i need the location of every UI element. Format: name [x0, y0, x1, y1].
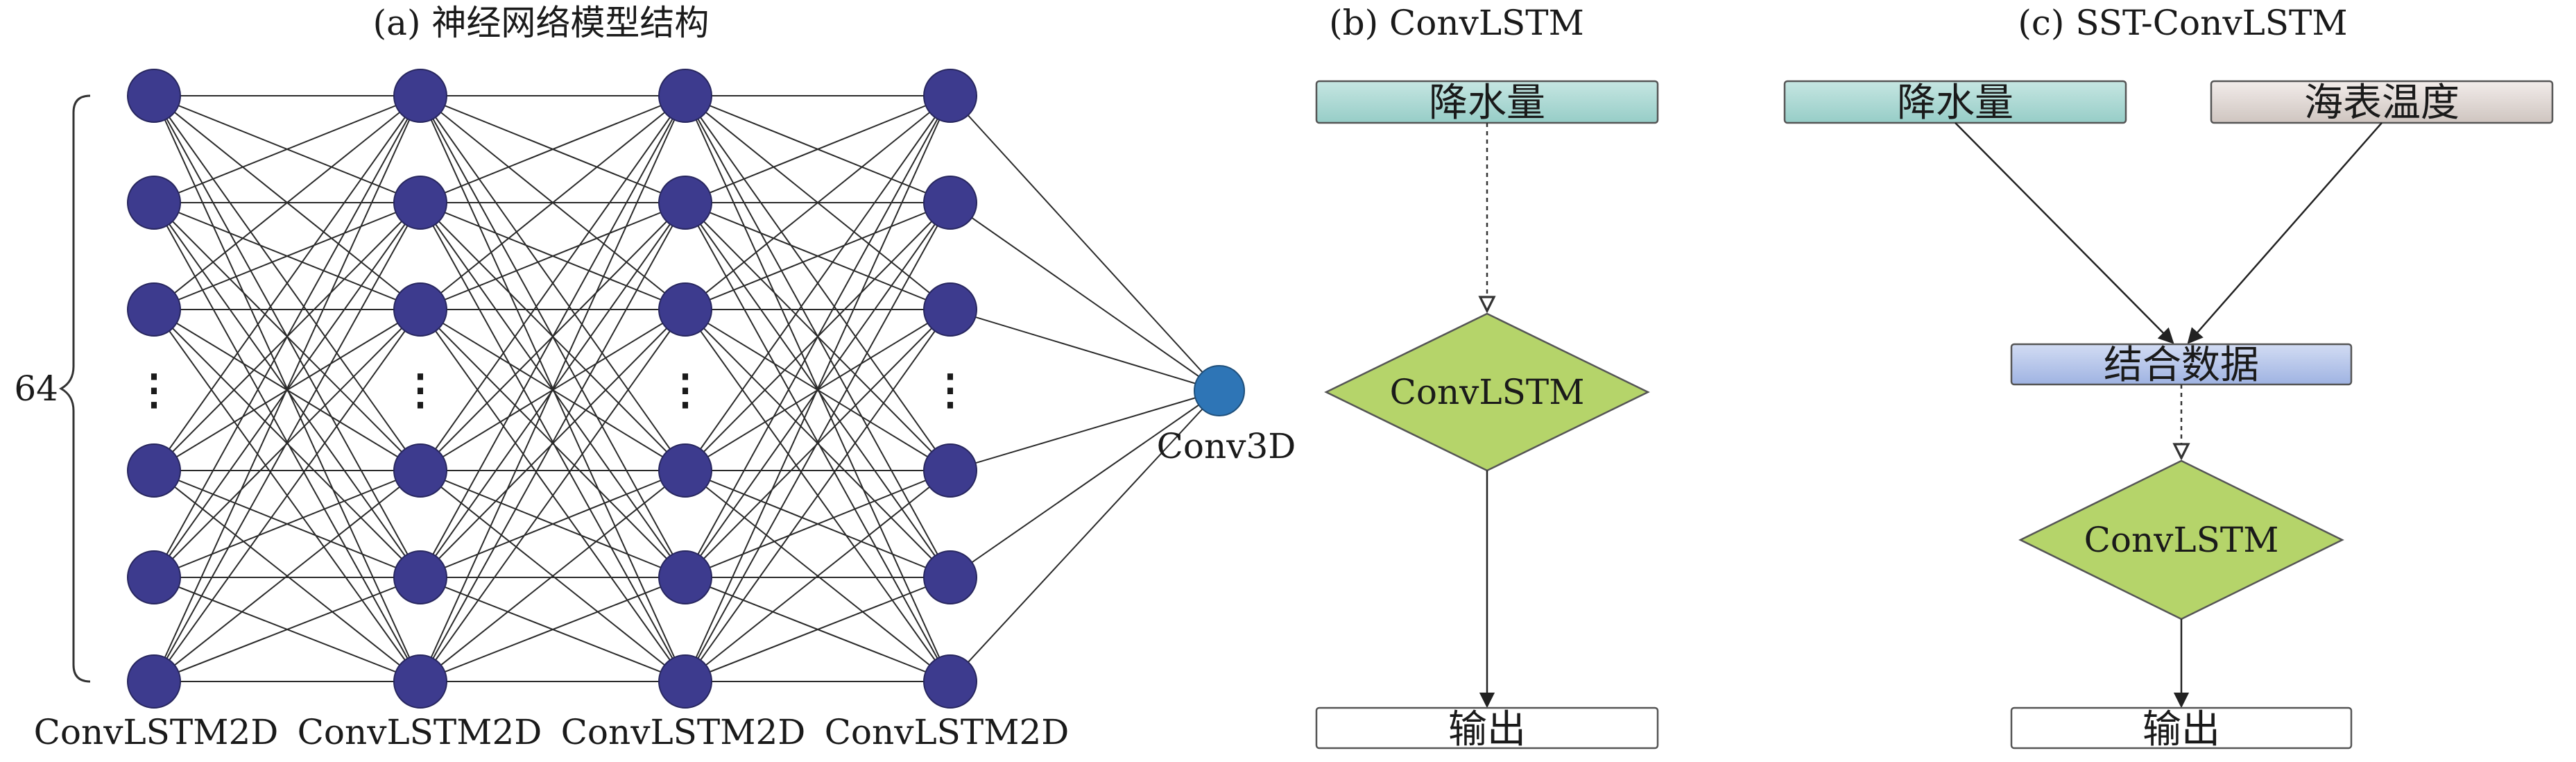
connection-edge [153, 577, 421, 682]
convlstm-label-b: ConvLSTM [1390, 372, 1585, 412]
connection-edge [685, 95, 951, 310]
connection-edge [685, 95, 951, 471]
connection-edge [153, 95, 421, 203]
neuron-node-layer1 [127, 176, 181, 230]
neuron-node-layer2 [393, 550, 447, 604]
ellipsis-layer4: ⋮ [929, 366, 971, 414]
convlstm-panel: (b) ConvLSTM 降水量 ConvLSTM 输出 [1315, 3, 1659, 752]
layer-label-1: ConvLSTM2D [34, 712, 279, 752]
connection-edge [420, 95, 686, 578]
node-ellipses: ⋮ ⋮ ⋮ ⋮ [133, 366, 971, 414]
convlstm-label-c: ConvLSTM [2084, 520, 2279, 560]
network-connections [153, 95, 1220, 682]
neuron-node-layer4 [923, 282, 977, 337]
output-connection-edge [950, 309, 1220, 391]
connection-edge [420, 470, 686, 682]
connection-edge [685, 202, 951, 310]
neuron-node-layer4 [923, 550, 977, 604]
neuron-node-layer4 [923, 69, 977, 123]
connection-edge [685, 95, 951, 203]
neuron-node-layer3 [658, 654, 712, 709]
layer-label-2: ConvLSTM2D [298, 712, 542, 752]
output-label-c: 输出 [2143, 707, 2220, 752]
connection-edge [420, 95, 686, 310]
panel-b-title: (b) ConvLSTM [1329, 3, 1584, 43]
connection-edge [153, 95, 421, 682]
output-connection-edge [950, 202, 1220, 391]
output-node-label: Conv3D [1157, 426, 1296, 466]
output-connection-edge [950, 390, 1220, 578]
ellipsis-layer2: ⋮ [400, 366, 441, 414]
output-connection-edge [950, 390, 1220, 682]
connection-edge [685, 470, 951, 682]
connection-edge [685, 309, 951, 682]
neuron-node-layer3 [658, 69, 712, 123]
sst-input-label: 海表温度 [2304, 81, 2459, 126]
connection-edge [153, 202, 421, 682]
connection-edge [420, 202, 686, 682]
output-box-b [1315, 706, 1659, 750]
neuron-node-layer3 [658, 282, 712, 337]
network-nodes [127, 69, 1245, 709]
panel-c-title: (c) SST-ConvLSTM [2018, 3, 2347, 43]
connection-edge [420, 309, 686, 682]
neuron-node-layer3 [658, 443, 712, 498]
connection-edge [153, 95, 421, 471]
neuron-node-layer2 [393, 69, 447, 123]
neuron-node-layer1 [127, 282, 181, 337]
connection-edge [153, 470, 421, 682]
connection-edge [420, 95, 686, 682]
arrow-precip-to-combine [1955, 122, 2174, 344]
precip-input-label-c: 降水量 [1897, 81, 2013, 126]
neuron-node-layer2 [393, 443, 447, 498]
neuron-node-layer3 [658, 550, 712, 604]
connection-edge [153, 95, 421, 310]
connection-edge [153, 95, 421, 578]
output-connection-edge [950, 95, 1220, 391]
connection-edge [153, 470, 421, 578]
network-panel: (a) 神经网络模型结构 ⋮ ⋮ ⋮ ⋮ 64 ConvLSTM2D ConvLSTM… [14, 3, 1296, 752]
layer-label-3: ConvLSTM2D [561, 712, 806, 752]
node-count-label: 64 [14, 369, 58, 409]
neuron-node-layer2 [393, 282, 447, 337]
neuron-node-layer1 [127, 550, 181, 604]
ellipsis-layer3: ⋮ [664, 366, 706, 414]
neuron-node-layer2 [393, 654, 447, 709]
output-box-c [2010, 706, 2353, 750]
neuron-node-layer3 [658, 176, 712, 230]
connection-edge [153, 202, 421, 310]
connection-edge [685, 95, 951, 682]
connection-edge [420, 95, 686, 471]
neuron-node-layer1 [127, 443, 181, 498]
neuron-node-layer1 [127, 69, 181, 123]
sst-convlstm-panel: (c) SST-ConvLSTM 降水量 海表温度 结合数据 ConvLSTM … [1783, 3, 2554, 752]
connection-edge [420, 577, 686, 682]
connection-edge [420, 202, 686, 310]
output-label-b: 输出 [1448, 707, 1526, 752]
output-node [1194, 365, 1245, 416]
neuron-node-layer4 [923, 443, 977, 498]
neuron-node-layer4 [923, 654, 977, 709]
connection-edge [420, 470, 686, 578]
connection-edge [685, 577, 951, 682]
panel-a-title: (a) 神经网络模型结构 [373, 3, 710, 43]
neuron-node-layer4 [923, 176, 977, 230]
combine-data-label: 结合数据 [2104, 343, 2259, 388]
ellipsis-layer1: ⋮ [133, 366, 175, 414]
layer-label-4: ConvLSTM2D [825, 712, 1070, 752]
connection-edge [420, 95, 686, 203]
connection-edge [685, 95, 951, 578]
connection-edge [153, 309, 421, 682]
connection-edge [685, 202, 951, 682]
precip-input-label: 降水量 [1429, 81, 1545, 126]
arrow-sst-to-combine [2187, 122, 2382, 344]
neuron-node-layer1 [127, 654, 181, 709]
output-connection-edge [950, 390, 1220, 471]
node-count-brace [58, 94, 91, 683]
connection-edge [685, 470, 951, 578]
neuron-node-layer2 [393, 176, 447, 230]
